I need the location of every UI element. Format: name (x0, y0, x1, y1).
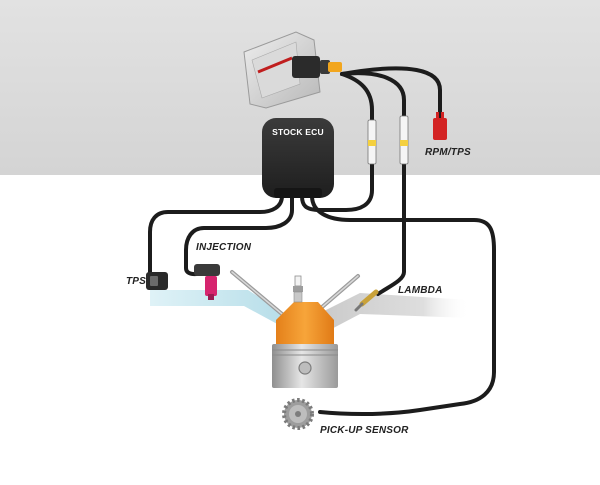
lambda-label: LAMBDA (398, 285, 443, 296)
lambda-probe-icon (354, 289, 379, 312)
spark-plug-icon (293, 275, 303, 303)
lambda-cable (340, 71, 406, 296)
piston-icon (272, 344, 338, 388)
stock-ecu-label: STOCK ECU (272, 127, 324, 137)
injector-icon (194, 264, 220, 300)
intake-valve (230, 270, 284, 316)
pickup-cable (310, 194, 496, 416)
rpm-tps-label: RPM/TPS (425, 147, 471, 158)
cylinder-head (276, 302, 334, 344)
tps-cable (148, 194, 284, 282)
tuning-module-icon (243, 31, 342, 109)
pickup-sensor-label: PICK-UP SENSOR (320, 425, 409, 436)
tps-label: TPS (126, 276, 147, 287)
rpm-tps-cable (340, 66, 442, 120)
intake-pipe (150, 290, 292, 332)
fuse-icon (367, 119, 377, 165)
exhaust-pipe (314, 293, 470, 334)
red-connector-icon (433, 112, 447, 140)
fuse-icon (399, 115, 409, 165)
pickup-gear-icon (282, 398, 314, 430)
harness-to-ecu-cable (300, 72, 374, 212)
injection-label: INJECTION (196, 242, 252, 253)
wiring-harness (148, 64, 496, 416)
throttle-position-sensor-icon (146, 272, 168, 290)
ecu-box-icon (262, 118, 334, 198)
injection-cable (184, 194, 294, 277)
